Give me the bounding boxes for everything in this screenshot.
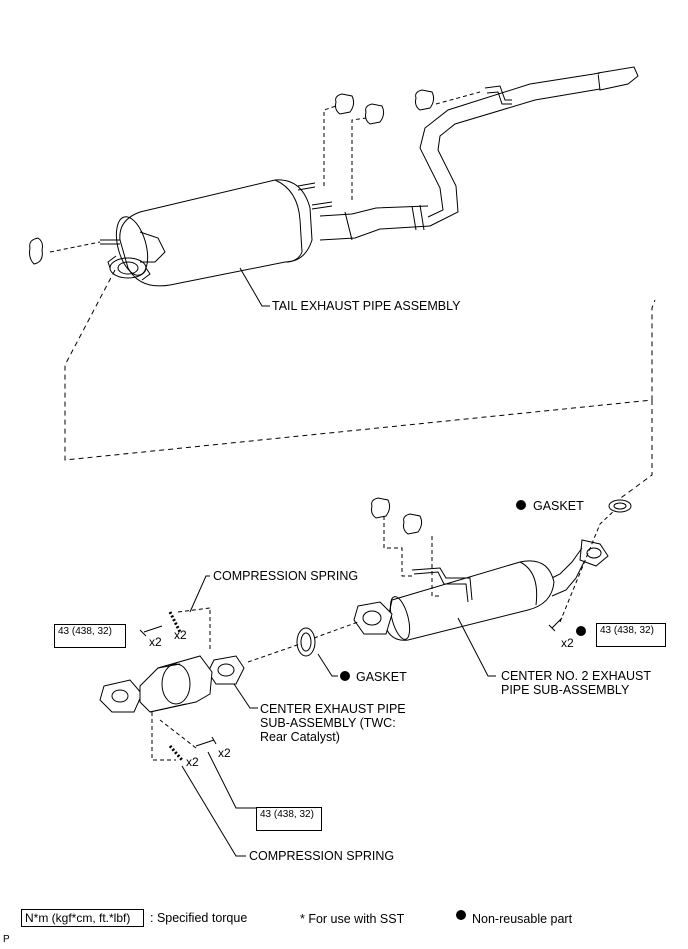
torque-box-left: 43 (438, 32) [54,624,126,648]
label-compression-spring-lower: COMPRESSION SPRING [249,849,395,863]
center-no2-pipe-drawing [353,497,632,677]
corner-mark: P [3,934,10,945]
legend-sst-note: * For use with SST [300,912,405,926]
non-reusable-mark-gasket-upper [516,500,526,510]
non-reusable-mark-gasket-lower [340,671,350,681]
qty-left-spring: x2 [174,628,187,642]
label-gasket-lower: GASKET [356,670,407,684]
label-tail-exhaust-pipe: TAIL EXHAUST PIPE ASSEMBLY [272,299,461,313]
legend-torque-description: : Specified torque [150,911,248,925]
label-center-exhaust-pipe: CENTER EXHAUST PIPE SUB-ASSEMBLY (TWC: R… [260,702,406,744]
gasket-middle-drawing [296,627,316,657]
dashed-connector-line [64,269,656,461]
legend-non-reusable: Non-reusable part [472,912,573,926]
label-compression-spring-upper: COMPRESSION SPRING [213,569,359,583]
qty-lower-spring: x2 [186,755,199,769]
qty-right-bolt: x2 [561,636,574,650]
non-reusable-mark-bolt [576,626,586,636]
legend-non-reusable-dot [456,910,466,920]
legend-torque-unit: N*m (kgf*cm, ft.*lbf) [21,909,144,927]
qty-left-bolt: x2 [149,635,162,649]
torque-box-right: 43 (438, 32) [596,623,666,647]
qty-lower-bolt: x2 [218,746,231,760]
tail-exhaust-pipe-drawing [29,66,639,307]
center-pipe-drawing [99,575,258,857]
label-center-no2-exhaust-pipe: CENTER NO. 2 EXHAUST PIPE SUB-ASSEMBLY [501,669,651,697]
label-gasket-upper: GASKET [533,499,584,513]
torque-box-bottom: 43 (438, 32) [256,807,322,831]
